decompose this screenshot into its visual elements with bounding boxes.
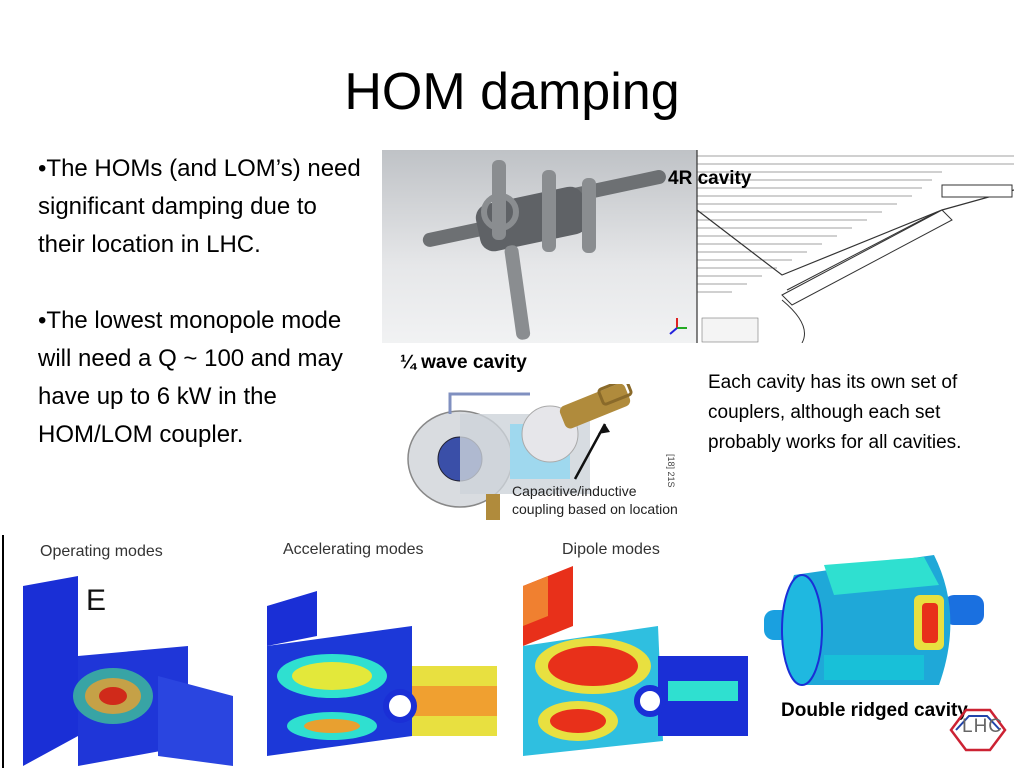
quarter-wave-cavity-image: [18] 21S: [407, 384, 676, 520]
lhc-logo-icon: [949, 708, 1007, 752]
four-r-section-view: [696, 150, 1014, 343]
four-r-cavity-label: 4R cavity: [668, 168, 752, 189]
four-r-cavity-model: [422, 160, 666, 340]
dipole-mode-image: [523, 566, 748, 756]
accelerating-mode-image: [267, 591, 497, 756]
coupling-note-line1: Capacitive/inductive: [512, 483, 637, 499]
dipole-modes-label: Dipole modes: [562, 541, 660, 558]
quarter-wave-label: ¼ wave cavity: [400, 352, 527, 373]
accelerating-modes-label: Accelerating modes: [283, 541, 424, 558]
coupling-note-line2: coupling based on location: [512, 501, 678, 517]
axis-triad-icon: [669, 318, 687, 335]
double-ridged-cavity-label: Double ridged cavity: [781, 700, 968, 721]
double-ridged-cavity-image: [764, 555, 984, 686]
couplers-description: Each cavity has its own set of couplers,…: [708, 372, 962, 453]
operating-mode-image: [23, 576, 233, 766]
bullet-list: •The HOMs (and LOM’s) need significant d…: [38, 150, 368, 454]
left-edge-line: [2, 535, 4, 768]
svg-text:[18] 21S: [18] 21S: [666, 454, 676, 488]
bullet-hom-damping: •The HOMs (and LOM’s) need significant d…: [38, 155, 361, 258]
operating-modes-label: Operating modes: [40, 543, 163, 560]
bullet-monopole-mode: •The lowest monopole mode will need a Q …: [38, 307, 343, 448]
coupling-note: Capacitive/inductive coupling based on l…: [512, 482, 678, 518]
four-r-cavity-image: [382, 150, 1014, 343]
field-letter: E: [86, 584, 107, 617]
lhc-logo-text: LHC: [962, 716, 1004, 737]
four-r-cavity-drawing: [422, 150, 1014, 343]
slide-title: HOM damping: [344, 63, 680, 121]
